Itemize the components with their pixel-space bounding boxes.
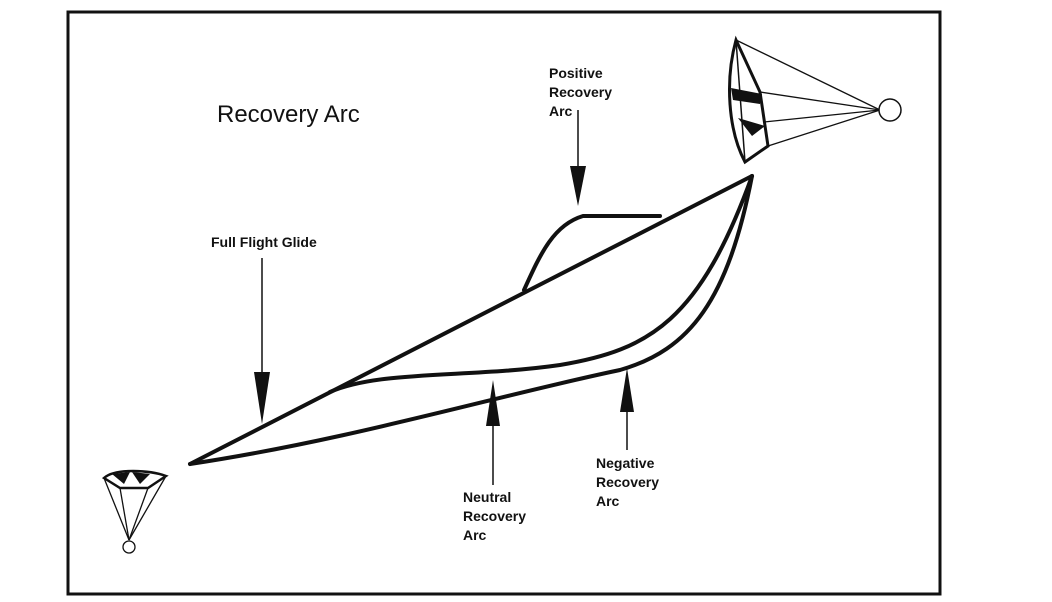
diagram-title: Recovery Arc xyxy=(217,101,360,128)
neutral-recovery-arc-curve xyxy=(328,174,754,394)
neutral-arc-arrow xyxy=(486,380,500,485)
positive-recovery-arc-curve xyxy=(522,214,662,292)
negative-arc-arrow xyxy=(620,368,634,450)
parachute-icon xyxy=(728,35,902,165)
diagram-frame xyxy=(66,10,942,596)
full-flight-arrow xyxy=(254,258,270,424)
negative-recovery-arc-curve xyxy=(188,174,754,466)
parachute-icon xyxy=(101,469,169,554)
full-flight-glide-label: Full Flight Glide xyxy=(211,234,317,250)
positive-arc-arrow xyxy=(570,110,586,206)
negative-recovery-arc-label: Negative Recovery Arc xyxy=(596,455,663,509)
positive-recovery-arc-label: Positive Recovery Arc xyxy=(549,65,616,119)
neutral-recovery-arc-label: Neutral Recovery Arc xyxy=(463,489,530,543)
full-flight-glide-line xyxy=(188,174,754,466)
